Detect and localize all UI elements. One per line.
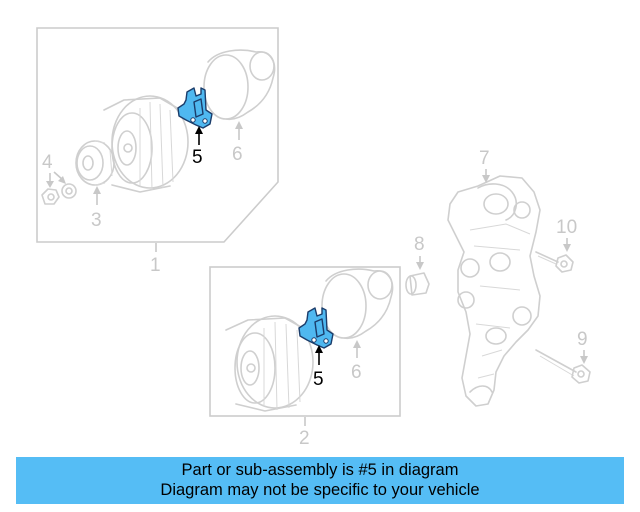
callout-6-lower: 6 — [351, 362, 362, 383]
callout-3: 3 — [91, 210, 102, 231]
callout-arrow-5-lower — [315, 345, 323, 365]
callout-arrows-4 — [46, 171, 66, 188]
cover-6-upper — [203, 49, 276, 121]
callout-10: 10 — [556, 217, 577, 238]
callout-5-lower: 5 — [313, 369, 324, 390]
callout-8: 8 — [414, 234, 425, 255]
sleeve-8 — [405, 272, 430, 296]
banner-line-2: Diagram may not be specific to your vehi… — [160, 481, 480, 499]
callout-6-upper: 6 — [232, 144, 243, 165]
callout-4: 4 — [42, 152, 53, 173]
bolt-10 — [535, 251, 574, 273]
callout-arrow-9 — [580, 350, 588, 364]
assembly-2-frame — [209, 266, 401, 417]
callout-arrow-3 — [93, 186, 101, 205]
callout-arrow-10 — [563, 238, 571, 252]
callout-9: 9 — [577, 329, 588, 350]
callout-5-upper: 5 — [192, 147, 203, 168]
bracket-5-upper[interactable] — [177, 87, 213, 129]
bracket-5-lower[interactable] — [298, 307, 334, 349]
alternator-1 — [103, 95, 189, 193]
bolt-9 — [535, 349, 591, 384]
callout-arrow-8 — [416, 256, 424, 270]
assembly-1-frame — [36, 27, 279, 243]
callout-2: 2 — [299, 428, 310, 449]
callout-arrow-7 — [482, 169, 490, 183]
callout-7: 7 — [479, 148, 490, 169]
pulley-3 — [75, 140, 115, 186]
nut-washer-4 — [41, 183, 77, 205]
info-banner: Part or sub-assembly is #5 in diagram Di… — [16, 457, 624, 504]
banner-line-1: Part or sub-assembly is #5 in diagram — [181, 461, 459, 479]
callout-1: 1 — [150, 255, 161, 276]
mounting-bracket-7 — [447, 175, 541, 407]
callout-arrow-5-upper — [195, 126, 203, 145]
cover-6-lower — [321, 268, 394, 340]
callout-arrow-6-lower — [353, 340, 361, 358]
callout-arrow-6-upper — [235, 121, 243, 140]
alternator-2 — [225, 315, 314, 412]
